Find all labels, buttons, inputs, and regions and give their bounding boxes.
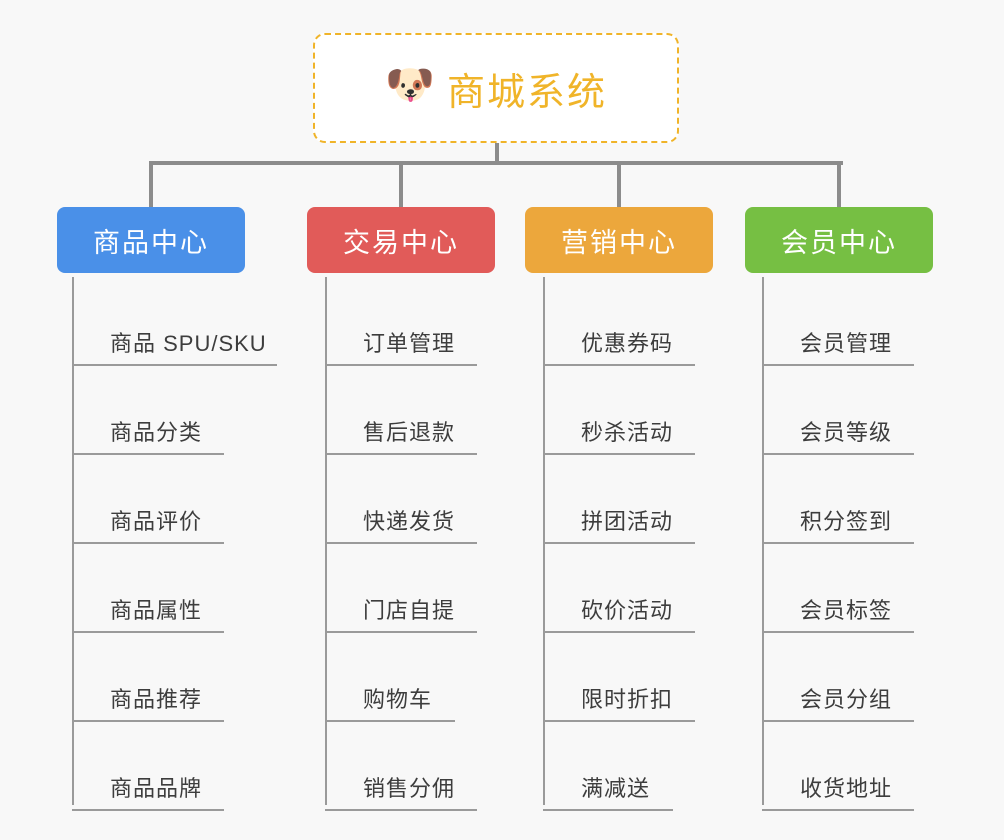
leaf-item-underline	[543, 364, 695, 366]
leaf-item[interactable]: 销售分佣	[325, 722, 487, 811]
leaf-item-underline	[762, 631, 914, 633]
leaf-item[interactable]: 购物车	[325, 633, 465, 722]
leaf-item-label: 会员等级	[800, 420, 893, 445]
leaf-item-underline	[325, 809, 477, 811]
leaf-item-label: 优惠券码	[581, 331, 674, 356]
leaf-column-2: 订单管理售后退款快递发货门店自提购物车销售分佣	[325, 277, 545, 811]
leaf-item-underline	[762, 453, 914, 455]
root-title: 商城系统	[446, 71, 607, 114]
leaf-item-label: 满减送	[581, 776, 651, 801]
leaf-item-label: 商品分类	[110, 420, 203, 445]
connector-drop-1	[149, 161, 153, 209]
leaf-item-underline	[543, 453, 695, 455]
leaf-item-label: 会员管理	[800, 331, 893, 356]
leaf-item-underline	[72, 364, 277, 366]
leaf-item[interactable]: 收货地址	[762, 722, 924, 811]
leaf-item-underline	[762, 809, 914, 811]
leaf-item-label: 订单管理	[363, 331, 456, 356]
leaf-item[interactable]: 商品品牌	[72, 722, 234, 811]
column-spine	[325, 277, 327, 805]
leaf-item[interactable]: 砍价活动	[543, 544, 705, 633]
leaf-item-label: 门店自提	[363, 598, 456, 623]
leaf-item[interactable]: 秒杀活动	[543, 366, 705, 455]
leaf-item-label: 会员标签	[800, 598, 893, 623]
leaf-item[interactable]: 订单管理	[325, 277, 487, 366]
leaf-item[interactable]: 售后退款	[325, 366, 487, 455]
leaf-item-underline	[325, 631, 477, 633]
leaf-item[interactable]: 商品属性	[72, 544, 234, 633]
leaf-item-label: 快递发货	[363, 509, 456, 534]
leaf-column-1: 商品 SPU/SKU 商品分类商品评价商品属性商品推荐商品品牌	[72, 277, 292, 811]
leaf-item-underline	[543, 809, 673, 811]
leaf-column-3: 优惠券码秒杀活动拼团活动砍价活动限时折扣满减送	[543, 277, 763, 811]
leaf-item[interactable]: 商品推荐	[72, 633, 234, 722]
leaf-item[interactable]: 会员分组	[762, 633, 924, 722]
leaf-item-underline	[762, 364, 914, 366]
connector-horizontal-bus	[149, 161, 843, 165]
leaf-item-label: 商品品牌	[110, 776, 203, 801]
leaf-item-label: 商品推荐	[110, 687, 203, 712]
leaf-item[interactable]: 商品 SPU/SKU	[72, 277, 287, 366]
category-box-1[interactable]: 商品中心	[57, 207, 245, 273]
leaf-item[interactable]: 优惠券码	[543, 277, 705, 366]
leaf-item-label: 拼团活动	[581, 509, 674, 534]
leaf-item[interactable]: 会员等级	[762, 366, 924, 455]
leaf-item-label: 积分签到	[800, 509, 893, 534]
leaf-item-underline	[762, 720, 914, 722]
leaf-item-underline	[72, 542, 224, 544]
leaf-item[interactable]: 积分签到	[762, 455, 924, 544]
connector-root-stem	[495, 143, 499, 165]
leaf-item-underline	[325, 364, 477, 366]
column-spine	[762, 277, 764, 805]
leaf-item-underline	[72, 720, 224, 722]
leaf-item-underline	[72, 631, 224, 633]
category-box-3[interactable]: 营销中心	[525, 207, 713, 273]
leaf-item-label: 商品 SPU/SKU	[110, 331, 267, 356]
leaf-item-label: 会员分组	[800, 687, 893, 712]
leaf-item-label: 秒杀活动	[581, 420, 674, 445]
leaf-item-underline	[543, 720, 695, 722]
leaf-item-label: 限时折扣	[581, 687, 674, 712]
leaf-item-label: 购物车	[363, 687, 433, 712]
leaf-item-label: 商品评价	[110, 509, 203, 534]
dog-face-icon: 🐶	[384, 63, 435, 107]
leaf-item-label: 收货地址	[800, 776, 893, 801]
leaf-item[interactable]: 快递发货	[325, 455, 487, 544]
leaf-column-4: 会员管理会员等级积分签到会员标签会员分组收货地址	[762, 277, 982, 811]
leaf-item[interactable]: 商品评价	[72, 455, 234, 544]
leaf-item-label: 砍价活动	[581, 598, 674, 623]
leaf-item-underline	[325, 720, 455, 722]
leaf-item-label: 售后退款	[363, 420, 456, 445]
connector-drop-4	[837, 161, 841, 209]
leaf-item-underline	[325, 453, 477, 455]
leaf-item-underline	[72, 453, 224, 455]
leaf-item-underline	[762, 542, 914, 544]
leaf-item-underline	[325, 542, 477, 544]
leaf-item[interactable]: 拼团活动	[543, 455, 705, 544]
leaf-item-underline	[72, 809, 224, 811]
connector-drop-3	[617, 161, 621, 209]
column-spine	[72, 277, 74, 805]
leaf-item[interactable]: 满减送	[543, 722, 683, 811]
leaf-item[interactable]: 商品分类	[72, 366, 234, 455]
leaf-item-underline	[543, 542, 695, 544]
category-box-4[interactable]: 会员中心	[745, 207, 933, 273]
leaf-item-underline	[543, 631, 695, 633]
leaf-item[interactable]: 会员管理	[762, 277, 924, 366]
connector-drop-2	[399, 161, 403, 209]
leaf-item[interactable]: 限时折扣	[543, 633, 705, 722]
category-box-2[interactable]: 交易中心	[307, 207, 495, 273]
column-spine	[543, 277, 545, 805]
leaf-item-label: 商品属性	[110, 598, 203, 623]
leaf-item[interactable]: 门店自提	[325, 544, 487, 633]
leaf-item-label: 销售分佣	[363, 776, 456, 801]
root-node[interactable]: 🐶 商城系统	[313, 33, 679, 143]
leaf-item[interactable]: 会员标签	[762, 544, 924, 633]
